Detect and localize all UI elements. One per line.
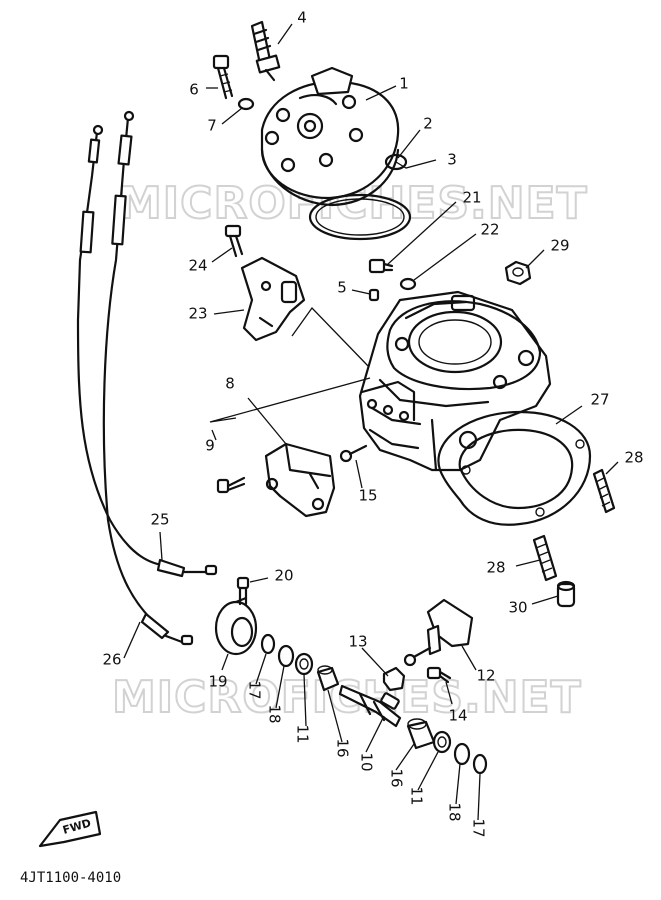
bearing-11b xyxy=(432,730,452,754)
callout-8: 8 xyxy=(225,375,235,393)
leader-8-9 xyxy=(209,377,371,445)
callouts: 1 2 3 4 5 6 7 8 9 10 11 11 12 13 14 15 1… xyxy=(102,9,643,838)
head-bolt xyxy=(212,54,234,100)
callout-18b: 18 xyxy=(446,802,464,821)
callout-30: 30 xyxy=(508,599,527,617)
bearing-11a xyxy=(294,652,314,676)
callout-15: 15 xyxy=(358,487,377,505)
callout-27: 27 xyxy=(590,391,609,409)
callout-18a: 18 xyxy=(266,704,284,723)
callout-14: 14 xyxy=(448,707,467,725)
o-ring xyxy=(384,153,408,171)
cylinder xyxy=(358,290,552,472)
cylinder-nut xyxy=(504,260,532,286)
pin-5 xyxy=(368,288,380,302)
callout-17a: 17 xyxy=(246,680,264,699)
washer-17a xyxy=(260,633,276,655)
washer xyxy=(237,97,255,111)
bushing-16b xyxy=(406,718,436,750)
callout-17b: 17 xyxy=(470,818,488,837)
callout-10: 10 xyxy=(358,752,376,771)
callout-11a: 11 xyxy=(294,724,312,743)
stud-bolt-lower xyxy=(532,534,558,582)
bushing-16a xyxy=(316,665,340,692)
callout-20: 20 xyxy=(274,567,293,585)
callout-16b: 16 xyxy=(388,768,406,787)
washer-18b xyxy=(453,742,471,766)
cylinder-head xyxy=(260,66,400,207)
callout-29: 29 xyxy=(550,237,569,255)
callout-22: 22 xyxy=(480,221,499,239)
cylinder-base-gasket xyxy=(437,410,592,526)
callout-5: 5 xyxy=(337,279,347,297)
valve-lever xyxy=(403,598,474,667)
bolt-20 xyxy=(236,576,250,606)
callout-3: 3 xyxy=(447,151,457,169)
bracket-bolt xyxy=(224,224,244,258)
bolt-21 xyxy=(368,258,394,274)
callout-19: 19 xyxy=(208,673,227,691)
stud-bolt xyxy=(592,468,616,514)
callout-6: 6 xyxy=(189,81,199,99)
callout-16a: 16 xyxy=(334,738,352,757)
callout-11b: 11 xyxy=(408,786,426,805)
callout-24: 24 xyxy=(188,257,207,275)
power-valve-housing xyxy=(264,442,336,518)
callout-2: 2 xyxy=(423,115,433,133)
callout-23: 23 xyxy=(188,305,207,323)
fwd-arrow-icon: FWD xyxy=(38,810,102,848)
callout-1: 1 xyxy=(399,75,409,93)
callout-28a: 28 xyxy=(624,449,643,467)
callout-4: 4 xyxy=(297,9,307,27)
callout-13: 13 xyxy=(348,633,367,651)
callout-12: 12 xyxy=(476,667,495,685)
washer-18a xyxy=(277,644,295,668)
washer-17b xyxy=(472,753,488,775)
pulley-19 xyxy=(214,596,258,656)
callout-25: 25 xyxy=(150,511,169,529)
callout-7: 7 xyxy=(207,117,217,135)
callout-28b: 28 xyxy=(486,559,505,577)
spark-plug xyxy=(250,20,281,82)
washer-22 xyxy=(399,277,417,291)
callout-26: 26 xyxy=(102,651,121,669)
callout-21: 21 xyxy=(462,189,481,207)
bolt-9 xyxy=(216,476,246,494)
diagram-code: 4JT1100-4010 xyxy=(20,870,121,886)
head-gasket xyxy=(308,193,412,241)
cable-bracket xyxy=(240,256,306,342)
dowel-pin xyxy=(556,580,576,608)
nut-13 xyxy=(382,666,406,692)
cables xyxy=(76,110,218,646)
callout-9: 9 xyxy=(205,437,215,455)
screw-15 xyxy=(339,444,368,463)
bolt-14 xyxy=(426,666,452,684)
valve-shaft xyxy=(338,684,402,728)
leader-lines xyxy=(123,23,619,821)
